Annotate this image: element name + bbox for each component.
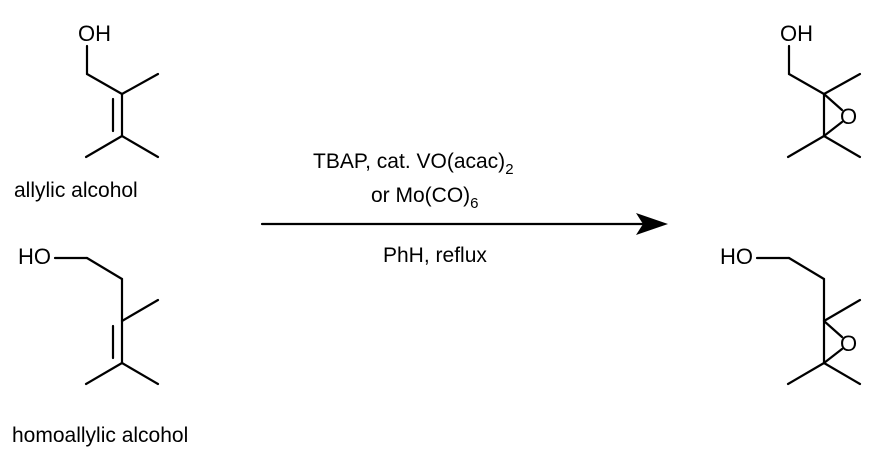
bond-ch2-ch2 (787, 256, 826, 281)
bond-c-methyl (120, 298, 160, 323)
homoallylic-alcohol-structure: HO homoallylic alcohol (12, 244, 188, 447)
conditions-line-2: or Mo(CO)6 (371, 184, 479, 212)
product-2-ring-oxygen: O (840, 331, 857, 356)
bond-c-methyl-right (120, 134, 160, 159)
homoallylic-alcohol-name: homoallylic alcohol (12, 424, 188, 447)
bond-c-methyl-left (786, 361, 826, 386)
bond-c-methyl-left (786, 134, 826, 159)
allylic-hydroxyl-label: OH (78, 21, 111, 46)
bond-c-methyl-left (84, 361, 124, 386)
product-1-ring-oxygen: O (840, 104, 857, 129)
bond-ring-co-top (822, 92, 844, 112)
product-1-hydroxyl-label: OH (780, 21, 813, 46)
product-2-hydroxyl-label: HO (720, 244, 753, 269)
bond-c-methyl-left (84, 134, 124, 159)
bond-c-methyl-right (120, 361, 160, 386)
bond-c-methyl (822, 298, 862, 323)
epoxy-alcohol-product: OH O (780, 21, 862, 159)
bond-ch2-ch2 (85, 256, 124, 281)
bond-c-methyl-right (822, 134, 862, 159)
reaction-arrow-group: TBAP, cat. VO(acac)2 or Mo(CO)6 PhH, ref… (260, 150, 668, 267)
epoxy-homoallylic-product: HO O (720, 244, 862, 386)
bond-ring-co-bottom (822, 347, 844, 365)
bond-ring-co-bottom (822, 120, 844, 138)
bond-ch2-c (85, 72, 124, 96)
reaction-arrow-head (636, 213, 668, 235)
conditions-line-1: TBAP, cat. VO(acac)2 (313, 150, 514, 178)
homoallylic-hydroxyl-label: HO (18, 244, 51, 269)
bond-c-methyl (822, 72, 862, 96)
allylic-alcohol-name: allylic alcohol (14, 179, 138, 202)
bond-ch2-c (787, 72, 826, 96)
bond-ring-co-top (822, 319, 844, 339)
bond-c-methyl-right (822, 361, 862, 386)
allylic-alcohol-structure: OH allylic alcohol (14, 21, 160, 202)
bond-c-methyl (120, 72, 160, 96)
conditions-below-arrow: PhH, reflux (383, 244, 487, 267)
